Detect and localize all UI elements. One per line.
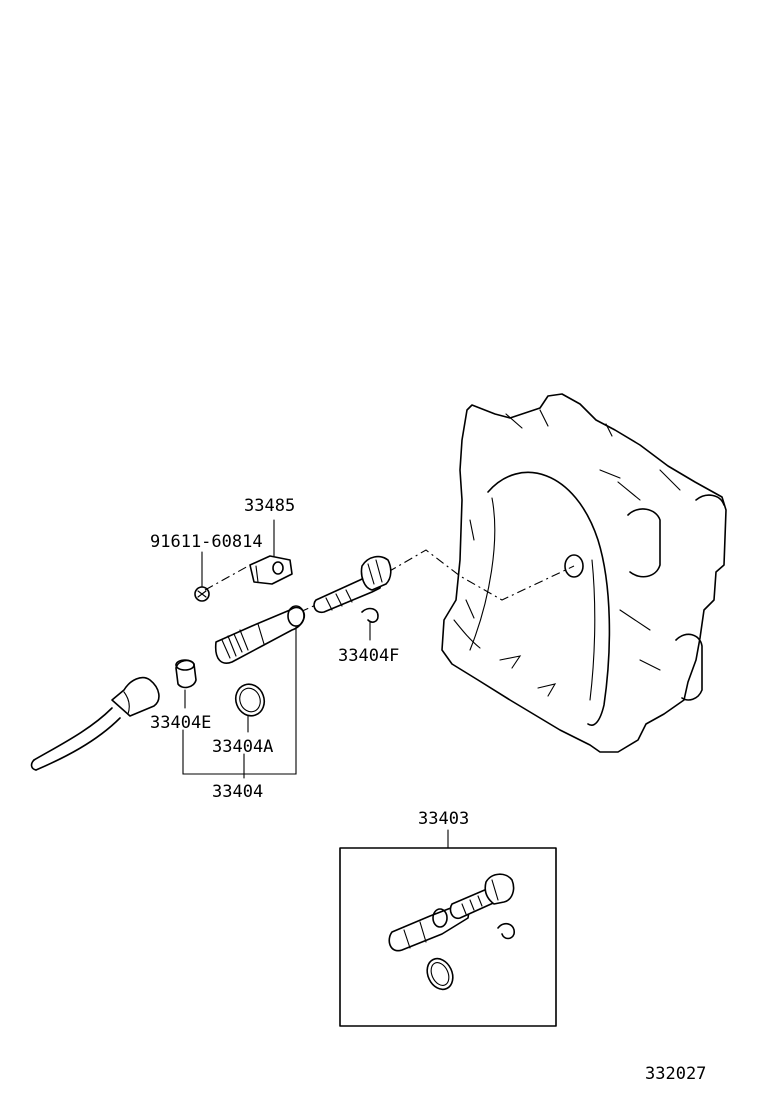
center-line-bolt-to-plate bbox=[204, 564, 251, 591]
lock-plate-33485 bbox=[249, 555, 293, 585]
sleeve-33404 bbox=[214, 605, 306, 664]
speedometer-cable bbox=[30, 676, 160, 771]
label-33404E: 33404E bbox=[150, 713, 211, 733]
bracket-33404 bbox=[182, 625, 297, 775]
oil-seal-33404E bbox=[175, 659, 197, 689]
label-91611-60814: 91611-60814 bbox=[150, 532, 263, 552]
kit-33403-box bbox=[339, 829, 557, 1027]
label-33404F: 33404F bbox=[338, 646, 399, 666]
transmission-housing bbox=[441, 393, 727, 753]
label-33404A: 33404A bbox=[212, 737, 273, 757]
clip-33404F bbox=[361, 607, 379, 623]
label-33404: 33404 bbox=[212, 782, 263, 802]
bolt-91611-60814 bbox=[194, 586, 210, 602]
center-line-gear-to-housing bbox=[387, 549, 575, 601]
label-33403: 33403 bbox=[418, 809, 469, 829]
figure-number: 332027 bbox=[645, 1064, 706, 1084]
label-33485: 33485 bbox=[244, 496, 295, 516]
driven-gear-33404F bbox=[313, 555, 392, 614]
o-ring-33404A bbox=[234, 683, 266, 717]
